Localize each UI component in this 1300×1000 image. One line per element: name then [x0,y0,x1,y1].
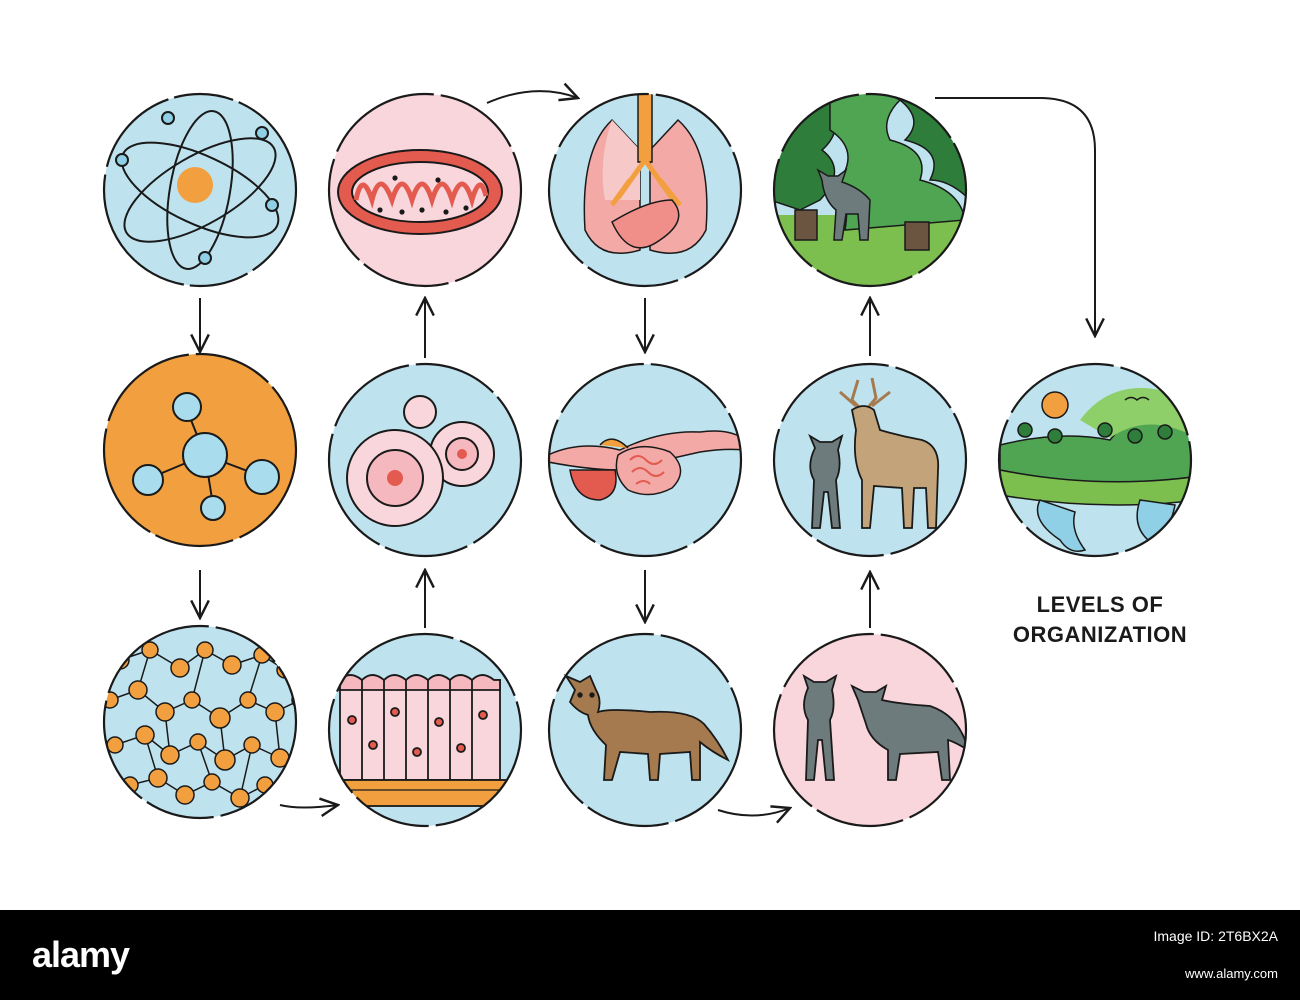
wolves-icon [802,673,966,781]
alamy-url: www.alamy.com [1185,966,1278,981]
biosphere-level [997,362,1193,558]
image-id-block: Image ID: 2T6BX2A [1153,928,1278,944]
community-level [772,362,968,558]
organ-level [547,92,743,288]
lungs-icon [583,94,708,254]
tissue-icon [329,674,511,807]
title-line-2: ORGANIZATION [1012,622,1188,647]
diagram-title: LEVELS OF ORGANIZATION [990,590,1210,650]
macromolecule-level [102,624,298,820]
population-level [772,632,968,828]
atom-icon [115,110,280,270]
mitochondrion-icon [337,149,503,235]
arrow-macromolecule-to-tissue [279,805,338,808]
alamy-logo: alamy [32,934,130,975]
arrow-organelle-to-organ [486,91,578,104]
molecule-icon [132,392,280,521]
earth-icon [999,388,1191,552]
organism-level [547,632,743,828]
molecule-level [102,352,298,548]
arrows [200,91,1095,815]
organelle-level [327,92,523,288]
image-id-label: Image ID: 2T6BX2A [1153,928,1278,944]
digestive-system-icon [549,430,741,501]
levels-of-organization-diagram [102,0,1193,828]
wolf-deer-icon [808,377,940,529]
arrow-ecosystem-to-biosphere [935,97,1095,336]
cell-level [327,362,523,558]
ecosystem-level [772,92,968,288]
tissue-level [327,632,523,828]
forest-icon [774,94,966,286]
title-line-1: LEVELS OF [1036,592,1164,617]
organ-system-level [547,362,743,558]
macromolecule-icon [104,641,296,808]
stock-footer-bar: alamy Image ID: 2T6BX2A www.alamy.com [0,910,1300,1000]
wolf-icon [563,674,731,781]
atom-level [102,92,298,288]
arrow-organism-to-population [717,808,790,816]
cell-icon [346,395,495,527]
